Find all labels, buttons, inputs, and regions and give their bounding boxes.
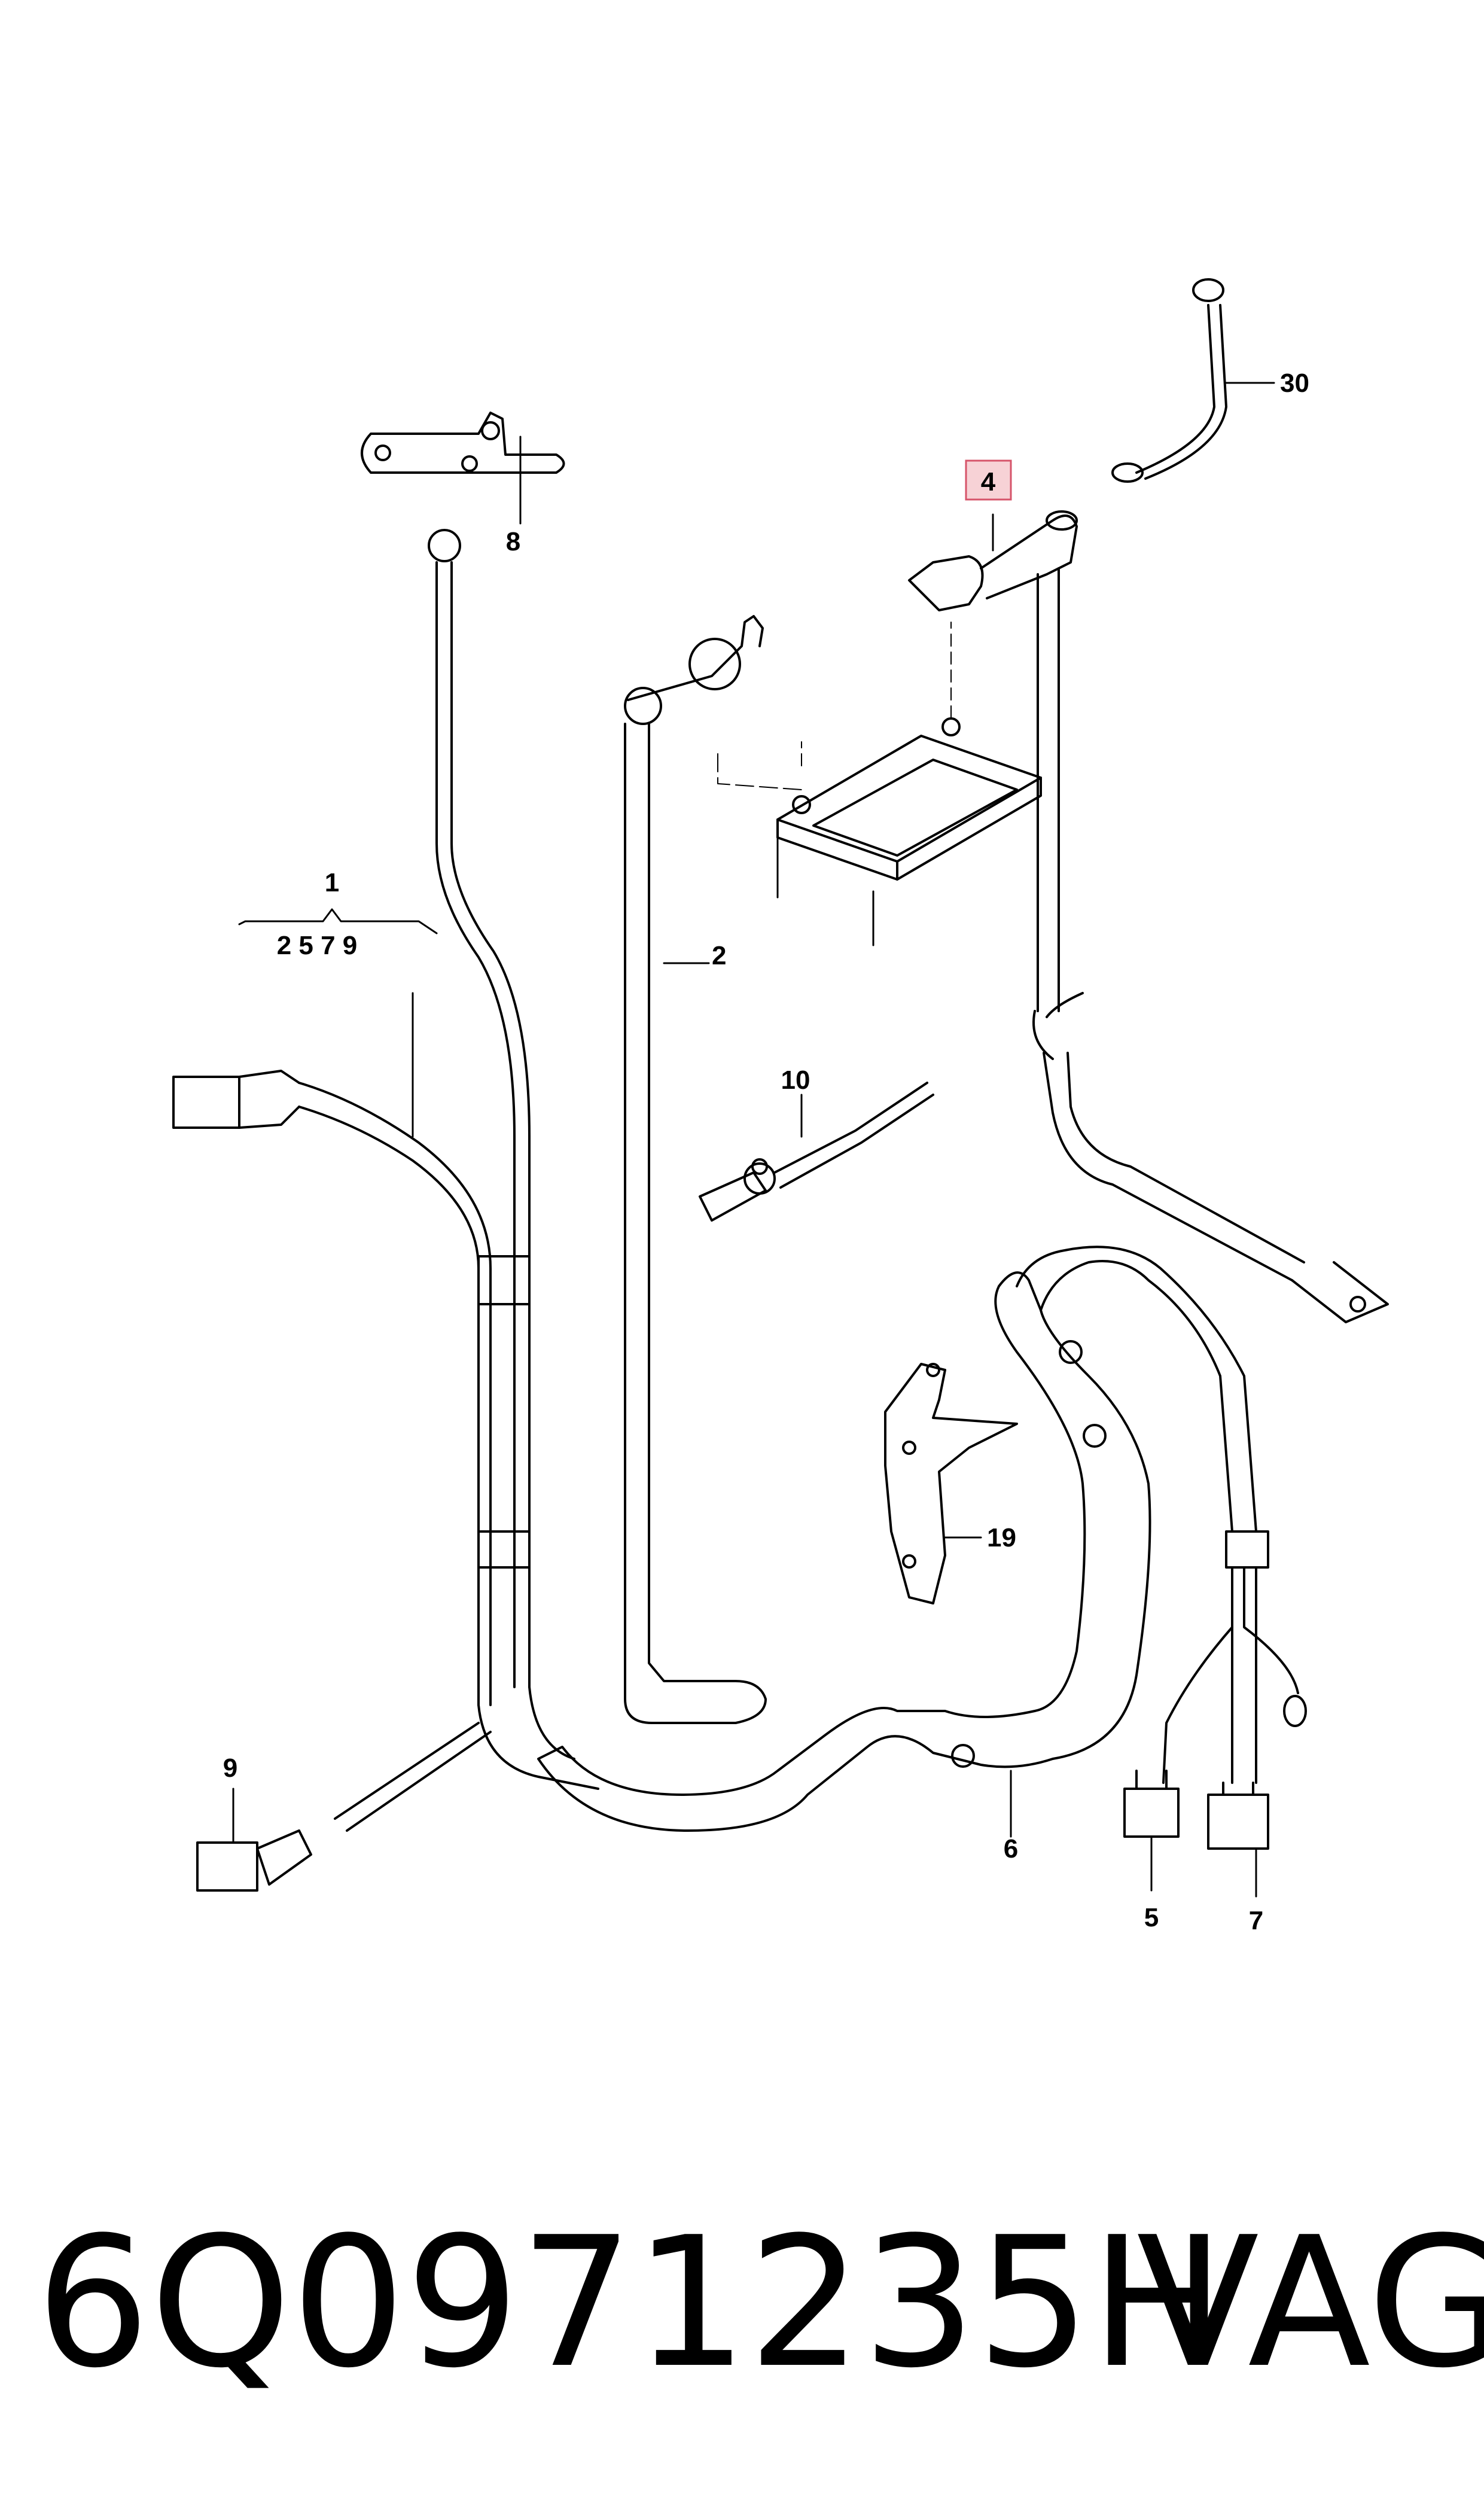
part-19-bracket (884, 1363, 1018, 1604)
callout-5: 5 (1144, 1903, 1159, 1932)
callout-19: 19 (987, 1523, 1016, 1552)
part-5-connector (1123, 1770, 1180, 1892)
manufacturer: VAG (1136, 2199, 1484, 2407)
part-1-harness (172, 529, 599, 1790)
part-9-connector (196, 1722, 492, 1892)
part-30-cable (1111, 278, 1275, 483)
callout-4: 4 (981, 467, 996, 497)
callout-1-subparts: 2 5 7 9 (277, 931, 358, 960)
callout-8: 8 (506, 527, 520, 556)
callout-4-highlight: 4 (965, 459, 1012, 501)
part-10-sensor (699, 1082, 934, 1222)
part-7-connector (1207, 1782, 1269, 1898)
part-8-bracket (361, 412, 565, 525)
callout-1: 1 (325, 868, 339, 897)
callout-9: 9 (223, 1753, 237, 1783)
callout-2: 2 (712, 941, 726, 970)
part-number: 6Q0971235H (36, 2199, 1226, 2407)
callout-10: 10 (781, 1065, 810, 1095)
part-4-terminal (908, 510, 1389, 1323)
battery (717, 622, 1042, 946)
callout-6: 6 (1004, 1834, 1018, 1864)
part-6-cable (537, 1246, 1307, 1838)
callout-7: 7 (1249, 1906, 1263, 1935)
part-2-cable (624, 615, 767, 1724)
callout-30: 30 (1280, 369, 1309, 398)
